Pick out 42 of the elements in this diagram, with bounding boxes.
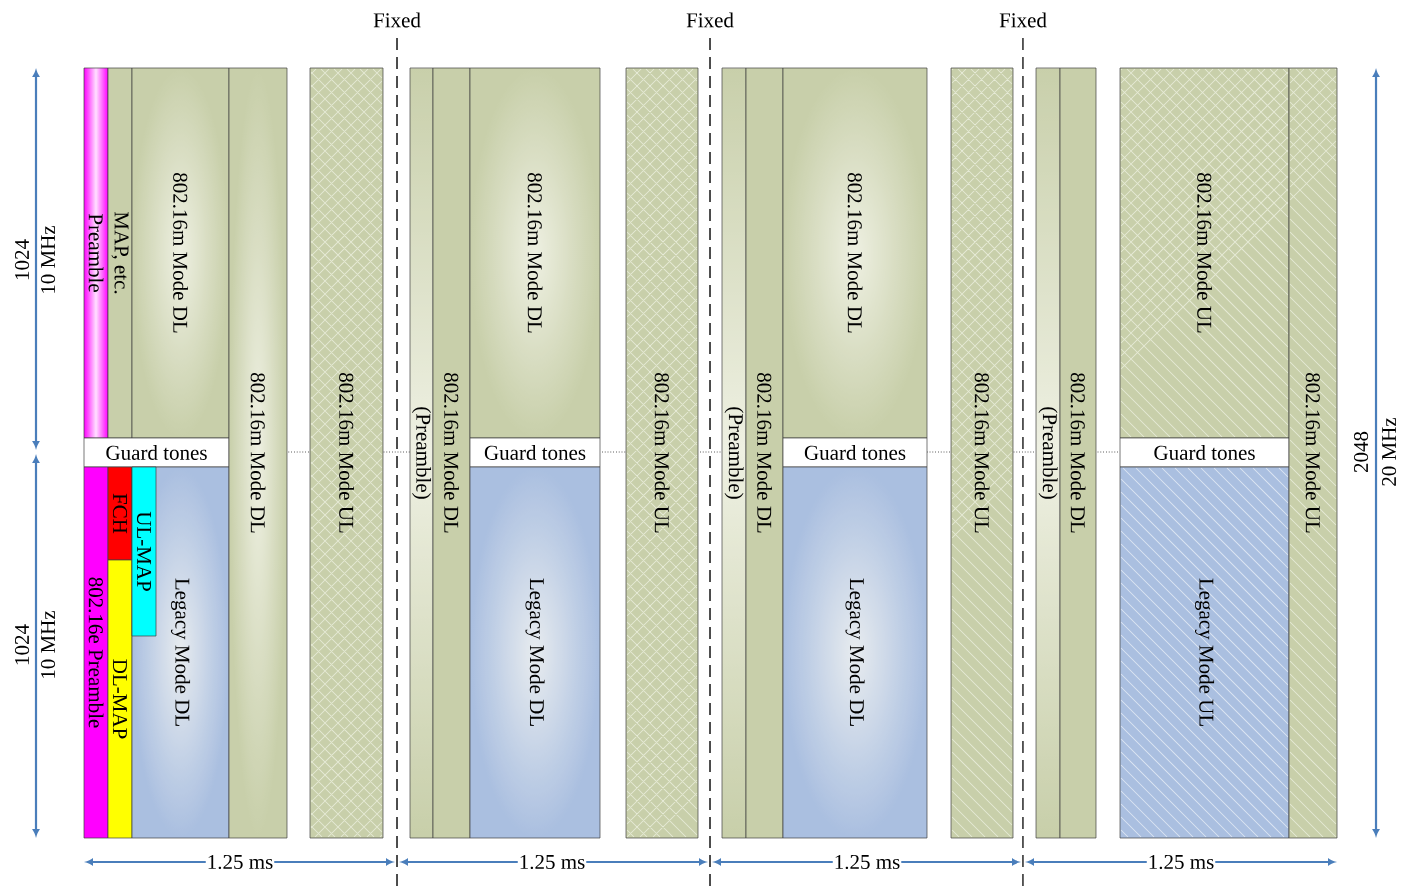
dimension-label: 10 MHz (38, 609, 58, 681)
preamble-column: Preamble (83, 67, 109, 439)
frame-column: 802.16m Mode DL (1059, 67, 1097, 839)
frame-column: 802.16m Mode DL (228, 67, 288, 839)
frame-column: (Preamble) (1035, 67, 1061, 839)
dimension-label: 1.25 ms (205, 852, 275, 872)
boundary-label: Fixed (686, 12, 734, 28)
dimension-label: 1024 (12, 238, 32, 282)
hatched-column: 802.16m Mode UL (1288, 67, 1338, 839)
frame-column: 802.16m Mode DL (469, 67, 601, 439)
boundary-label: Fixed (999, 12, 1047, 28)
dimension-label: 1.25 ms (1146, 852, 1216, 872)
hatched-column: 802.16m Mode UL (1119, 67, 1290, 439)
frame-column: (Preamble) (409, 67, 434, 839)
hatched-block: Legacy Mode UL (1119, 466, 1290, 839)
boundary-label: Fixed (373, 12, 421, 28)
frame-column: 802.16m Mode DL (782, 67, 928, 439)
guard-band: Guard tones (1119, 437, 1290, 468)
map-block: DL-MAP (107, 559, 133, 839)
dimension-label: 10 MHz (38, 224, 58, 296)
preamble-column: 802.16e Preamble (83, 466, 109, 839)
hatched-column: 802.16m Mode UL (309, 67, 384, 839)
dimension-label: 1024 (12, 623, 32, 667)
fch-block: FCH (107, 466, 133, 561)
node-label: 802.16m Mode UL (1197, 173, 1212, 333)
frame-column: 802.16m Mode DL (432, 67, 471, 839)
map-block: UL-MAP (131, 466, 157, 637)
legacy-block: Legacy Mode DL (782, 466, 928, 839)
legacy-block: Legacy Mode DL (469, 466, 601, 839)
guard-band: Guard tones (782, 437, 928, 468)
dimension-label: 1.25 ms (832, 852, 902, 872)
guard-band: Guard tones (83, 437, 230, 468)
frame-column: 802.16m Mode DL (745, 67, 784, 839)
frame-column: (Preamble) (721, 67, 747, 839)
guard-band: Guard tones (469, 437, 601, 468)
dimension-label: 2048 (1351, 430, 1371, 474)
dimension-label: 20 MHz (1379, 416, 1399, 488)
frame-column: MAP, etc. (107, 67, 133, 439)
dimension-label: 1.25 ms (517, 852, 587, 872)
hatched-column: 802.16m Mode UL (625, 67, 699, 839)
frame-column: 802.16m Mode DL (131, 67, 230, 439)
hatched-column: 802.16m Mode UL (950, 67, 1014, 839)
